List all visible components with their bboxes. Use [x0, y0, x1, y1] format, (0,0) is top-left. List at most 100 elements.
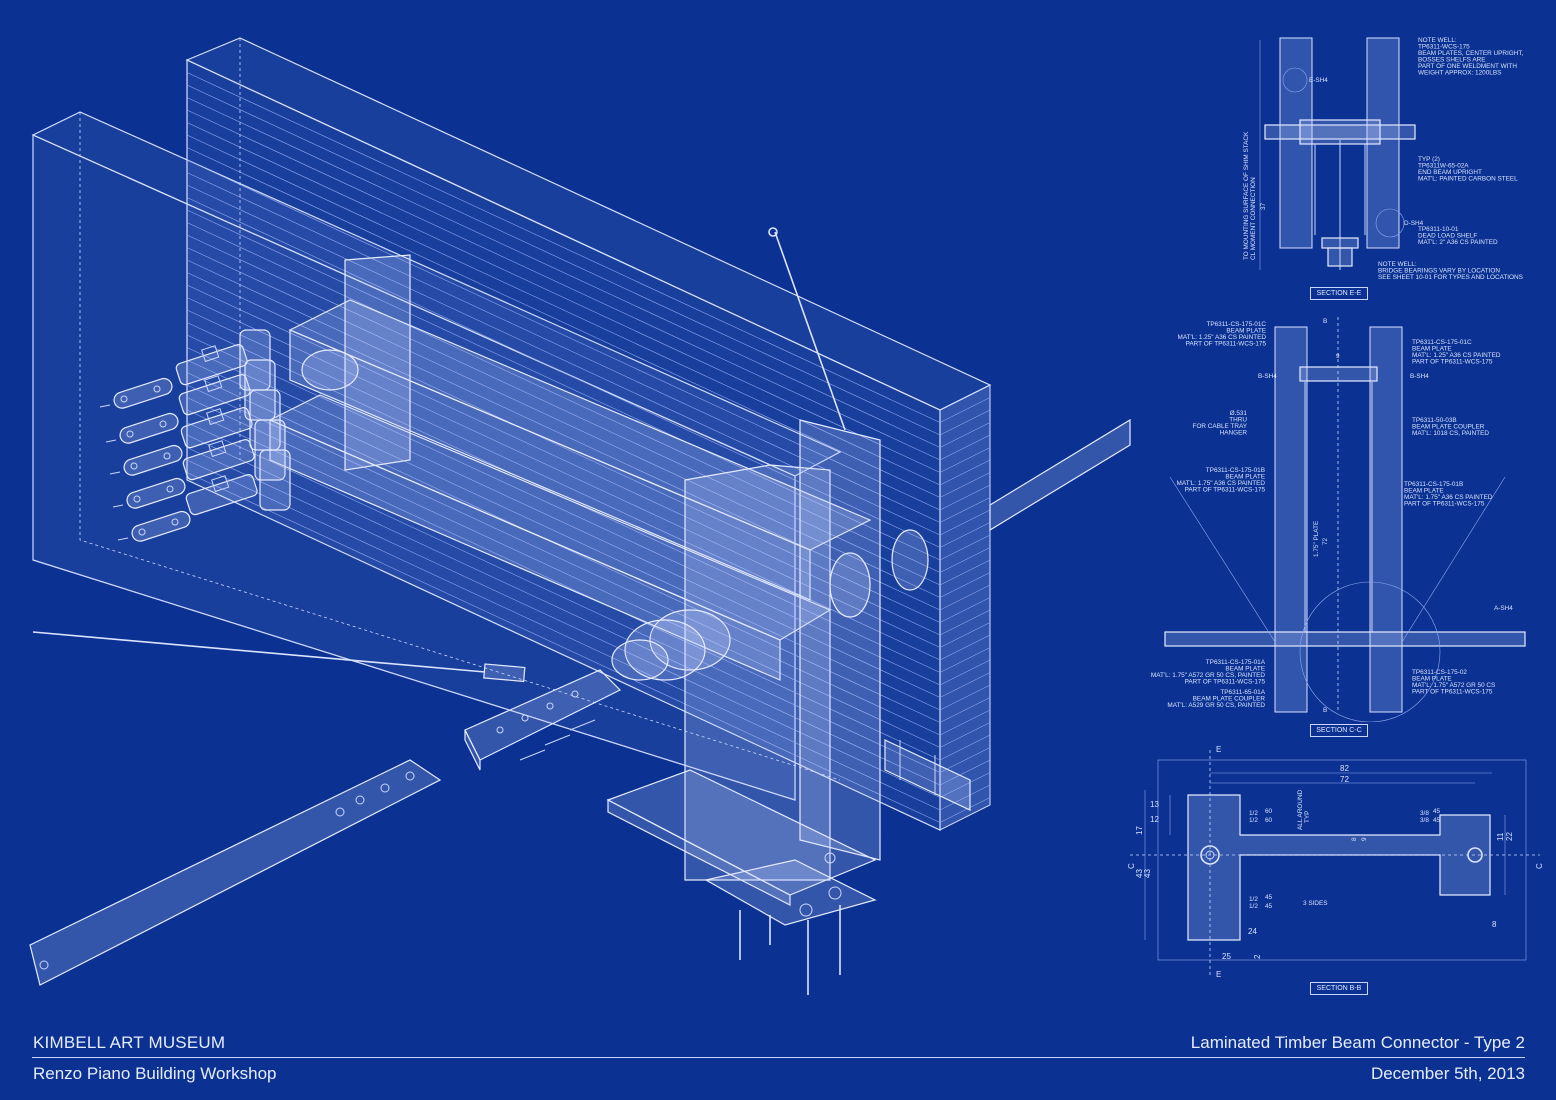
support-rod	[29, 418, 1131, 986]
note-line: BEAM PLATE	[1412, 346, 1452, 353]
note-line: BEAM PLATE	[1225, 474, 1265, 481]
exploded-plate-assembly	[99, 329, 291, 542]
bb-dim: 45	[1433, 808, 1441, 815]
section-e-e-geometry	[1259, 37, 1416, 270]
bb-dim: 9	[1361, 837, 1368, 841]
vertical-note-line-1: TO MOUNTING SURFACE OF SHIM STACK	[1243, 131, 1250, 260]
bb-dim: E	[1216, 745, 1221, 754]
tag-a-sh4: A-SH4	[1494, 605, 1513, 612]
note-line: BEAM PLATE	[1225, 666, 1265, 673]
note-line: PART OF TP6311-WCS-175	[1185, 679, 1266, 686]
section-b-b-label: SECTION B-B	[1310, 982, 1368, 995]
project-name: KIMBELL ART MUSEUM	[33, 1033, 226, 1052]
exploded-plate-rear	[178, 374, 251, 416]
note-line: MAT'L: 1.75" A36 CS PAINTED	[1404, 494, 1493, 501]
note-line: BEAM PLATES, CENTER UPRIGHT,	[1418, 50, 1524, 57]
bb-dim: 72	[1340, 775, 1349, 784]
note-line: TP6311-65-01A	[1220, 689, 1265, 696]
exploded-plate-rear	[175, 344, 248, 386]
bb-dim: 82	[1340, 764, 1349, 773]
exploded-plate	[112, 477, 186, 509]
note-line: BRIDGE BEARINGS VARY BY LOCATION	[1378, 268, 1500, 275]
dim-plate: 1.75" PLATE	[1313, 521, 1320, 557]
section-e-e-drawing: E-SH4 D-SH4 TO MOUNTING SURFACE OF SHIM …	[1243, 37, 1524, 281]
bb-dim: 3/8	[1420, 810, 1429, 817]
bb-dim: C	[1535, 863, 1544, 869]
note-line: MAT'L: A529 GR 50 CS, PAINTED	[1167, 702, 1265, 709]
title-block: KIMBELL ART MUSEUM Renzo Piano Building …	[0, 1020, 1556, 1100]
exploded-plate-rear	[185, 474, 258, 516]
bb-dim: C	[1127, 863, 1136, 869]
section-c-c-geometry	[1164, 317, 1526, 722]
note-line: TP6311-CS-175-01C	[1412, 339, 1472, 346]
note-line: MAT'L: 2" A36 CS PAINTED	[1418, 239, 1498, 246]
right-timber-beam	[185, 37, 992, 831]
bb-dim: 45	[1433, 817, 1441, 824]
bb-dim: 60	[1265, 817, 1273, 824]
ee-note-4: NOTE WELL:BRIDGE BEARINGS VARY BY LOCATI…	[1378, 261, 1523, 281]
bb-dim: 1/2	[1249, 903, 1258, 910]
section-b-b-geometry	[1130, 750, 1540, 975]
note-line: BEAM PLATE COUPLER	[1193, 696, 1266, 703]
note-line: TP6311-50-03B	[1412, 417, 1457, 424]
section-c-c-label: SECTION C-C	[1310, 724, 1368, 737]
note-line: TYP (2)	[1418, 156, 1440, 163]
note-line: SEE SHEET 10-01 FOR TYPES AND LOCATIONS	[1378, 274, 1523, 281]
note-line: MAT'L: 1018 CS, PAINTED	[1412, 430, 1489, 437]
bb-dim: 43	[1135, 869, 1144, 878]
note-line: FOR CABLE TRAY	[1193, 423, 1248, 430]
bb-dim: 45	[1265, 894, 1273, 901]
section-c-c-drawing: B B-SH4 B-SH4 A-SH4 B 1.75" PLATE 72 9 T…	[1151, 317, 1526, 722]
bb-dim: 11	[1496, 832, 1505, 841]
bb-dim: ALL AROUND	[1297, 789, 1304, 830]
dim-72: 72	[1322, 537, 1329, 545]
bb-dim: 3 SIDES	[1303, 900, 1328, 907]
title-rule	[32, 1057, 1525, 1058]
drawing-title: Laminated Timber Beam Connector - Type 2	[1190, 1033, 1525, 1052]
bb-dim: TYP	[1304, 811, 1311, 823]
note-line: TP6311-CS-175-01B	[1404, 481, 1463, 488]
bb-dim: 8	[1492, 920, 1497, 929]
note-line: THRU	[1229, 417, 1247, 424]
exploded-plate	[105, 412, 179, 444]
note-line: HANGER	[1220, 430, 1248, 437]
note-line: TP6311-CS-175-01C	[1206, 321, 1266, 328]
note-line: BEAM PLATE COUPLER	[1412, 424, 1485, 431]
note-line: TP6311-CS-175-01B	[1206, 467, 1265, 474]
dim-37: 37	[1260, 202, 1267, 210]
tag-b-top: B	[1323, 318, 1327, 325]
note-line: TP6311-CS-175-01A	[1206, 659, 1266, 666]
left-timber-beam	[31, 111, 842, 801]
dead-load-shelf	[884, 739, 971, 811]
note-line: NOTE WELL:	[1418, 37, 1457, 44]
section-e-e-label: SECTION E-E	[1310, 287, 1368, 300]
note-line: PART OF ONE WELDMENT WITH	[1418, 63, 1517, 70]
base-plate	[606, 769, 877, 995]
bb-dim: 25	[1222, 952, 1231, 961]
note-line: PART OF TP6311-WCS-175	[1186, 341, 1267, 348]
bb-dim: 43	[1143, 869, 1152, 878]
tag-e-sh4: E-SH4	[1309, 77, 1328, 84]
bb-dim: 1/2	[1249, 896, 1258, 903]
bb-dim: 12	[1150, 815, 1159, 824]
bb-dim: 1/2	[1249, 817, 1258, 824]
note-line: PART OF TP6311-WCS-175	[1412, 689, 1493, 696]
note-line: BEAM PLATE	[1226, 328, 1266, 335]
bb-dim: 17	[1135, 826, 1144, 835]
note-line: BEAM PLATE	[1412, 676, 1452, 683]
tag-b-sh4-right: B-SH4	[1410, 373, 1429, 380]
note-line: MAT'L: PAINTED CARBON STEEL	[1418, 176, 1518, 183]
vertical-note-line-2: CL MOMENT CONNECTION	[1250, 177, 1257, 260]
exploded-plate	[117, 510, 191, 542]
isometric-connector-drawing	[29, 37, 1131, 995]
bb-dim: 2	[1253, 954, 1262, 959]
note-line: MAT'L: 1.75" A572 GR 50 CS, PAINTED	[1151, 672, 1265, 679]
bb-dim: E	[1216, 970, 1221, 979]
dim-9: 9	[1336, 353, 1340, 360]
